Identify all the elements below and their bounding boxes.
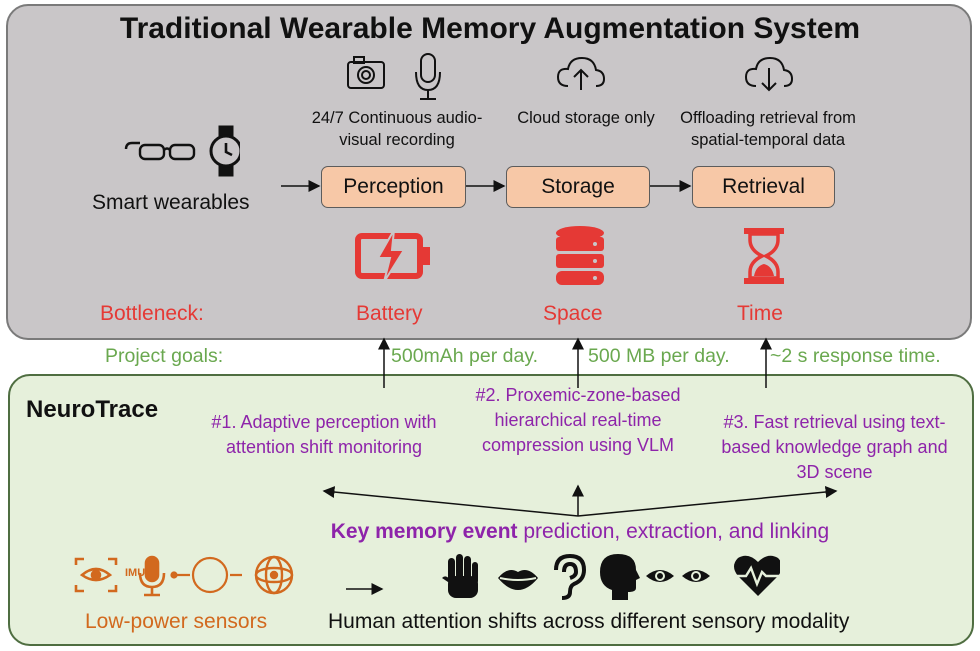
- hand-icon: [442, 554, 478, 598]
- watch-icon: [209, 125, 240, 177]
- goals-label: Project goals:: [105, 345, 224, 367]
- retrieval-note: Offloading retrieval from spatial-tempor…: [680, 109, 856, 149]
- eye-tracking-icon: [74, 557, 118, 593]
- goal-space: 500 MB per day.: [588, 345, 730, 367]
- bottleneck-space: Space: [543, 302, 603, 325]
- mic-icon: [138, 555, 166, 597]
- glasses-icon: [124, 141, 196, 161]
- modality-icons: [442, 553, 780, 600]
- imu-icon: [170, 556, 242, 594]
- cloud-upload-icon: [556, 56, 606, 90]
- camera-icon: [347, 56, 385, 89]
- stage-storage: Storage: [506, 166, 650, 208]
- key-memory-event-line: Key memory event prediction, extraction,…: [250, 519, 910, 544]
- goal-time: ~2 s response time.: [770, 345, 941, 367]
- contribution-2: #2. Proxemic-zone-based hierarchical rea…: [475, 385, 681, 455]
- heartbeat-icon: [734, 555, 780, 596]
- cloud-download-icon: [744, 56, 794, 92]
- recording-icons: [347, 53, 441, 100]
- microphone-icon: [415, 53, 441, 100]
- sensors-label: Low-power sensors: [85, 610, 268, 633]
- key-memory-event-rest: prediction, extraction, and linking: [517, 520, 830, 543]
- bottleneck-label: Bottleneck:: [100, 302, 204, 325]
- database-icon: [556, 226, 604, 285]
- hourglass-icon: [744, 228, 784, 284]
- arrow-event-to-contribution-1: [322, 486, 579, 517]
- arrow-event-to-contribution-3: [577, 486, 838, 517]
- diagram-title: Traditional Wearable Memory Augmentation…: [119, 12, 861, 45]
- wearables-label: Smart wearables: [92, 191, 250, 214]
- neurotrace-panel: [8, 374, 974, 646]
- head-icon: [600, 554, 640, 600]
- attention-label: Human attention shifts across different …: [328, 610, 850, 633]
- gyroscope-icon: [254, 555, 294, 595]
- storage-note: Cloud storage only: [517, 109, 655, 127]
- imu-label: IMU: [125, 567, 146, 579]
- eyes-icon: [646, 570, 710, 582]
- stage-retrieval: Retrieval: [692, 166, 835, 208]
- bottleneck-time: Time: [737, 302, 783, 325]
- ear-icon: [554, 553, 587, 600]
- neurotrace-title: NeuroTrace: [26, 396, 159, 423]
- contribution-1: #1. Adaptive perception with attention s…: [211, 412, 437, 457]
- bottleneck-battery: Battery: [356, 302, 423, 325]
- lips-icon: [498, 570, 538, 590]
- contribution-3: #3. Fast retrieval using text-based know…: [721, 412, 948, 482]
- perception-note: 24/7 Continuous audio-visual recording: [311, 109, 483, 149]
- key-memory-event-bold: Key memory event: [330, 520, 518, 543]
- goal-battery: 500mAh per day.: [391, 345, 539, 367]
- wearable-icons: [124, 125, 240, 177]
- stage-perception: Perception: [321, 166, 466, 208]
- sensor-icons: [74, 555, 294, 597]
- battery-icon: [355, 229, 430, 283]
